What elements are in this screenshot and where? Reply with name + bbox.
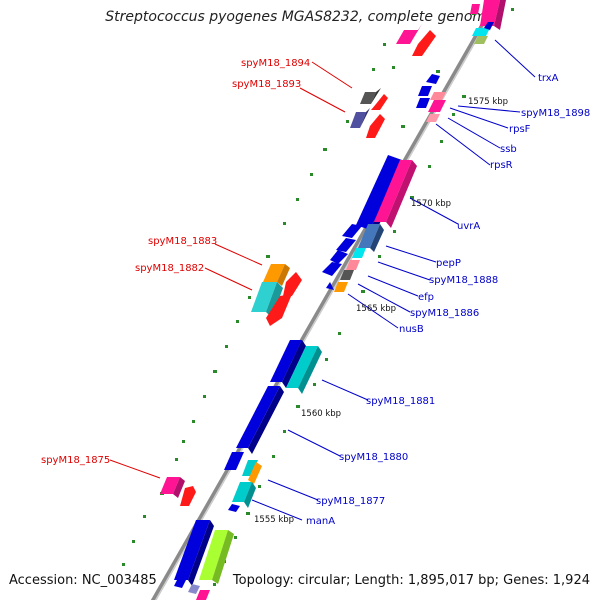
- scale-label-1570: 1570 kbp: [411, 199, 451, 209]
- gene-feature-spyM18-1894[interactable]: [360, 88, 381, 104]
- scale-label-1575: 1575 kbp: [468, 97, 508, 107]
- gene-feature-ssb[interactable]: [416, 98, 446, 112]
- gene-feature[interactable]: [322, 224, 362, 276]
- gene-label-spyM18-1893[interactable]: spyM18_1893: [232, 79, 301, 90]
- gene-label-spyM18-1880[interactable]: spyM18_1880: [339, 452, 408, 463]
- gene-feature-spyM18-1880[interactable]: [236, 386, 284, 454]
- gene-feature-spyM18-1881[interactable]: [286, 346, 322, 394]
- scale-labels: 1575 kbp 1570 kbp 1565 kbp 1560 kbp 1555…: [254, 97, 508, 525]
- gene-feature[interactable]: [366, 114, 385, 138]
- gene-label-spyM18-1886[interactable]: spyM18_1886: [410, 308, 479, 319]
- tick-marks: [122, 8, 514, 586]
- gene-feature-spyM18-1893[interactable]: [350, 108, 370, 128]
- gene-feature[interactable]: [396, 24, 422, 44]
- gene-feature-spyM18-1877[interactable]: [232, 482, 256, 508]
- gene-feature[interactable]: [242, 460, 262, 484]
- gene-feature[interactable]: [371, 94, 388, 110]
- gene-feature[interactable]: [472, 22, 494, 44]
- gene-feature[interactable]: [326, 282, 334, 290]
- gene-feature-rpsR[interactable]: [426, 114, 440, 122]
- scale-label-1560: 1560 kbp: [301, 409, 341, 419]
- gene-feature[interactable]: [374, 160, 417, 228]
- gene-feature-spyM18-1882[interactable]: [251, 282, 283, 318]
- gene-feature[interactable]: [270, 340, 306, 388]
- gene-feature[interactable]: [224, 452, 244, 470]
- gene-feature-spyM18-1883[interactable]: [263, 264, 290, 286]
- gene-feature[interactable]: [283, 272, 302, 296]
- genome-title: Streptococcus pyogenes MGAS8232, complet…: [105, 9, 495, 25]
- gene-label-spyM18-1882[interactable]: spyM18_1882: [135, 263, 204, 274]
- gene-label-spyM18-1875[interactable]: spyM18_1875: [41, 455, 110, 466]
- gene-label-manA[interactable]: manA: [306, 516, 335, 527]
- gene-feature-spyM18-1886[interactable]: [340, 270, 354, 280]
- genome-summary: Topology: circular; Length: 1,895,017 bp…: [232, 573, 590, 588]
- forward-gene-labels: spyM18_1894 spyM18_1893 spyM18_1883 spyM…: [41, 58, 310, 466]
- gene-feature[interactable]: [412, 30, 436, 56]
- gene-label-pepP[interactable]: pepP: [436, 258, 461, 269]
- gene-feature[interactable]: [174, 578, 210, 600]
- gene-feature-spyM18-1875[interactable]: [160, 477, 185, 498]
- gene-feature[interactable]: [480, 0, 506, 30]
- gene-feature[interactable]: [174, 520, 214, 586]
- genome-backbone: [150, 0, 501, 600]
- gene-label-spyM18-1898[interactable]: spyM18_1898: [521, 108, 590, 119]
- scale-label-1565: 1565 kbp: [356, 304, 396, 314]
- gene-label-ssb[interactable]: ssb: [500, 144, 517, 155]
- gene-label-uvrA[interactable]: uvrA: [457, 221, 480, 232]
- gene-label-nusB[interactable]: nusB: [399, 324, 424, 335]
- gene-feature[interactable]: [199, 530, 234, 584]
- gene-label-spyM18-1877[interactable]: spyM18_1877: [316, 496, 385, 507]
- gene-feature[interactable]: [470, 4, 480, 14]
- forward-strand-genes: [160, 24, 436, 584]
- gene-feature[interactable]: [266, 294, 292, 326]
- gene-feature[interactable]: [180, 486, 196, 506]
- leader-lines: [109, 39, 536, 521]
- gene-feature-efp[interactable]: [346, 260, 360, 270]
- accession-label: Accession: NC_003485: [9, 573, 157, 588]
- gene-label-spyM18-1888[interactable]: spyM18_1888: [429, 275, 498, 286]
- gene-label-efp[interactable]: efp: [418, 292, 434, 303]
- gene-label-trxA[interactable]: trxA: [538, 73, 559, 84]
- gene-label-spyM18-1883[interactable]: spyM18_1883: [148, 236, 217, 247]
- reverse-gene-labels: trxA spyM18_1898 rpsF ssb rpsR uvrA pepP…: [306, 73, 590, 527]
- scale-label-1555: 1555 kbp: [254, 515, 294, 525]
- gene-label-rpsR[interactable]: rpsR: [490, 160, 513, 171]
- gene-feature-spyM18-1888[interactable]: [352, 248, 366, 258]
- gene-feature-manA[interactable]: [228, 504, 240, 512]
- gene-feature-nusB[interactable]: [334, 282, 348, 292]
- gene-feature-spyM18-1898[interactable]: [426, 74, 440, 84]
- reverse-strand-genes: [174, 0, 506, 600]
- gene-label-rpsF[interactable]: rpsF: [509, 124, 531, 135]
- gene-label-spyM18-1894[interactable]: spyM18_1894: [241, 58, 310, 69]
- gene-label-spyM18-1881[interactable]: spyM18_1881: [366, 396, 435, 407]
- gene-feature-pepP[interactable]: [358, 224, 384, 252]
- gene-feature-rpsF[interactable]: [418, 86, 446, 100]
